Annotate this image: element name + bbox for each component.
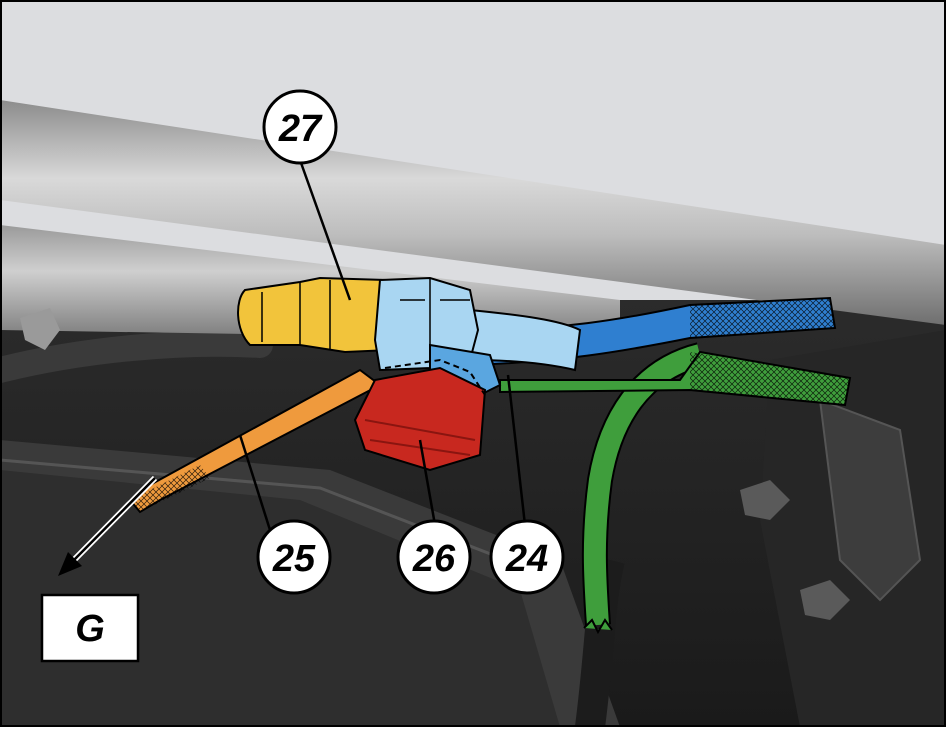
callout-24: 24 — [489, 519, 565, 595]
green-wire-hatched-end — [690, 352, 850, 405]
callout-27-label: 27 — [278, 108, 323, 150]
bolt-head — [20, 308, 60, 350]
light-blue-sleeve — [469, 308, 582, 372]
callout-25-label: 25 — [272, 538, 316, 580]
leader-26 — [418, 439, 437, 526]
direction-label-text: G — [75, 608, 105, 650]
red-connector — [353, 366, 487, 472]
leader-24 — [506, 374, 527, 526]
yellow-connector — [237, 276, 392, 354]
right-bracket — [818, 398, 922, 602]
engine-cover-edge — [0, 458, 546, 577]
red-connector-ribs — [364, 419, 476, 456]
callout-27: 27 — [262, 89, 338, 165]
direction-arrow-head — [58, 552, 82, 576]
yellow-connector-ribs — [261, 280, 331, 350]
callout-26: 26 — [396, 519, 472, 595]
bolt-nut-2 — [800, 580, 850, 620]
orange-wire-hatched-end — [130, 465, 210, 512]
frame-tube-upper — [0, 100, 946, 325]
hidden-outline — [384, 358, 486, 396]
callout-25: 25 — [256, 519, 332, 595]
leader-27 — [298, 159, 352, 301]
direction-label-box: G — [40, 593, 140, 663]
green-wire-break — [583, 618, 613, 635]
blue-wire-hatched-end — [690, 298, 835, 338]
callout-26-label: 26 — [412, 538, 456, 580]
callout-24-label: 24 — [505, 538, 548, 580]
engine-cover-panel — [0, 470, 560, 727]
black-hose — [0, 330, 273, 383]
leader-25 — [238, 434, 272, 531]
green-wire-loop-fill — [583, 344, 704, 626]
bolt-nut-1 — [740, 480, 790, 520]
direction-arrow-shaft — [71, 477, 156, 563]
